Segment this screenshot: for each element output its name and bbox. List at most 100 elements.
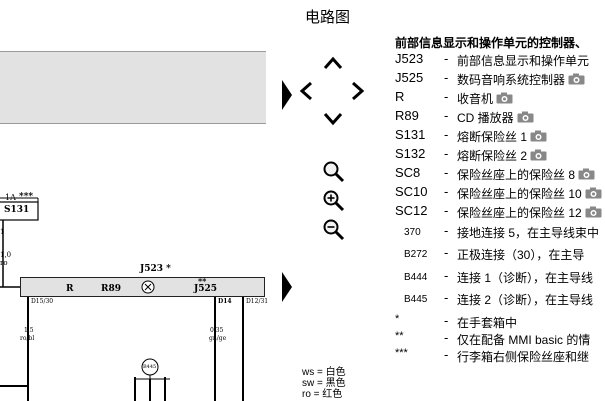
j525-stars: ** [198,276,207,286]
legend-code: B272 [404,249,428,260]
legend-row: B272 - 正极连接（30），在主导 [395,245,605,264]
legend-code: J525 [395,70,424,85]
legend-dash: - [444,268,449,283]
legend-dash: - [444,146,449,161]
legend-code: SC8 [395,165,421,180]
legend-dash: - [444,347,449,362]
legend-row: * - 在手套箱中 [395,313,605,332]
camera-icon[interactable] [585,206,602,218]
color-key-ws: ws = 白色 [302,367,346,378]
wire-left-color: ro [0,259,8,267]
diagram-band-top [0,51,266,124]
connector-d15-30: D15/30 [31,298,54,305]
legend-code: B445 [404,294,428,305]
j525-label: J525 [194,284,218,294]
wire-left-value: 1,0 [0,251,12,259]
fuse-s131-pin: 1 [0,228,5,236]
b445-label: B445 [143,364,157,370]
bar-code-r: R [66,284,74,294]
legend-row: SC8 - 保险丝座上的保险丝 8 [395,165,605,184]
legend-desc: 接地连接 5，在主导线束中 [457,226,600,240]
legend-desc: 数码音响系统控制器 [457,73,566,87]
legend-code: SC10 [395,184,428,199]
legend-dash: - [444,70,449,85]
legend-code: S131 [395,127,426,142]
fuse-s131-stars: *** [19,192,34,202]
wiring-lines [0,276,244,401]
legend-row: S131 - 熔断保险丝 1 [395,127,605,146]
legend-desc: 保险丝座上的保险丝 12 [457,206,582,220]
magnifier-plus-icon[interactable] [322,189,346,213]
legend-row: B444 - 连接 1（诊断），在主导线 [395,268,605,287]
legend-code: * [395,313,400,325]
legend-code: *** [395,347,408,359]
legend-code: 370 [404,227,421,238]
legend-desc: 收音机 [457,92,494,106]
legend-desc: 保险丝座上的保险丝 8 [457,168,576,182]
circuit-diagram[interactable]: 1A *** S131 1 1,0 ro R R89 J523 * J525 *… [0,0,280,401]
legend-dash: - [444,223,449,238]
legend-desc: 熔断保险丝 2 [457,149,528,163]
chevron-up-icon[interactable] [322,56,344,70]
magnifier-icon[interactable] [322,160,346,184]
legend-code: SC12 [395,203,428,218]
legend-desc: 连接 2（诊断），在主导线 [457,293,594,307]
legend-dash: - [444,245,449,260]
legend-dash: - [444,184,449,199]
legend-row: R - 收音机 [395,89,605,108]
legend-row: *** - 行李箱右侧保险丝座和继 [395,347,605,366]
legend-dash: - [444,313,449,328]
camera-icon[interactable] [585,187,602,199]
camera-icon[interactable] [530,130,547,142]
legend-desc: 连接 1（诊断），在主导线 [457,271,594,285]
legend-row: J523 - 前部信息显示和操作单元 [395,51,605,70]
legend-title: 前部信息显示和操作单元的控制器、 [395,36,588,50]
color-key-ro: ro = 红色 [302,389,343,400]
magnifier-minus-icon[interactable] [322,218,346,242]
legend-dash: - [444,330,449,345]
camera-icon[interactable] [568,73,585,85]
camera-icon[interactable] [496,92,513,104]
camera-icon[interactable] [578,168,595,180]
previous-page-arrow-icon[interactable] [282,80,292,110]
chevron-right-icon[interactable] [350,80,366,102]
wire-a-value: 1,5 [24,327,34,334]
legend-desc: 仅在配备 MMI basic 的情 [457,333,591,347]
legend-desc: 在手套箱中 [457,316,518,330]
color-key-sw: sw = 黑色 [302,378,346,389]
legend-desc: CD 播放器 [457,111,514,125]
legend-code: R89 [395,108,419,123]
legend-row: R89 - CD 播放器 [395,108,605,127]
wire-color-key: ws = 白色 sw = 黑色 ro = 红色 [302,367,346,400]
legend-row: SC12 - 保险丝座上的保险丝 12 [395,203,605,222]
legend-desc: 熔断保险丝 1 [457,130,528,144]
camera-icon[interactable] [517,111,534,123]
next-page-arrow-icon[interactable] [282,272,292,302]
legend-row: ** - 仅在配备 MMI basic 的情 [395,330,605,349]
wire-b-color: gn/ge [209,335,227,342]
chevron-down-icon[interactable] [322,112,344,126]
page-title: 电路图 [305,9,351,26]
legend-row: B445 - 连接 2（诊断），在主导线 [395,290,605,309]
legend-row: 370 - 接地连接 5，在主导线束中 [395,223,605,242]
connector-d14: D14 [218,298,232,305]
bar-code-r89: R89 [101,284,122,294]
legend-desc: 前部信息显示和操作单元 [457,54,590,68]
legend-code: R [395,89,405,104]
legend-dash: - [444,89,449,104]
wire-a-color: ro/bl [20,335,35,342]
camera-icon[interactable] [530,149,547,161]
j523-label: J523 * [140,264,171,274]
legend-row: SC10 - 保险丝座上的保险丝 10 [395,184,605,203]
fuse-s131-graphic [0,197,39,276]
legend-dash: - [444,203,449,218]
legend-code: ** [395,330,404,342]
wire-b-value: 0,35 [210,327,224,334]
legend-desc: 保险丝座上的保险丝 10 [457,187,582,201]
fuse-s131-label: S131 [4,205,30,215]
legend-code: S132 [395,146,426,161]
chevron-left-icon[interactable] [298,80,314,102]
legend-code: J523 [395,51,424,66]
legend-dash: - [444,127,449,142]
legend-row: S132 - 熔断保险丝 2 [395,146,605,165]
